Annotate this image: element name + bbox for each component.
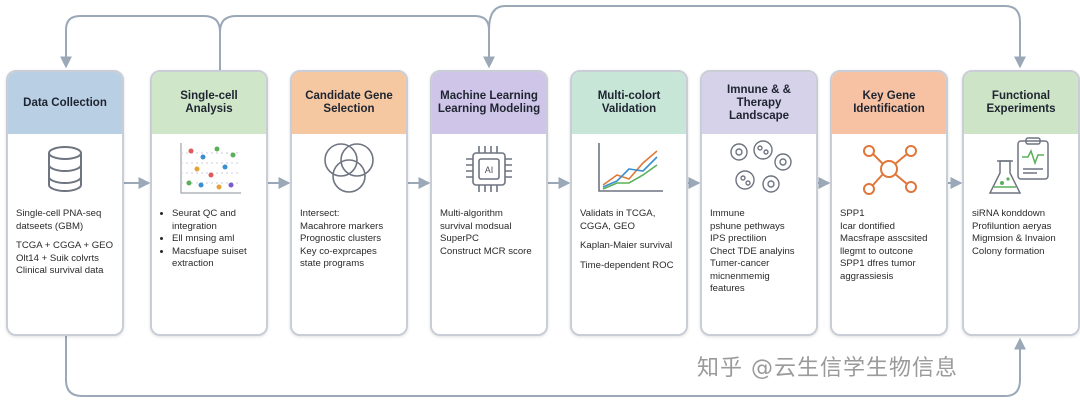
stage-bullet: Seurat QC and bbox=[172, 208, 258, 221]
stage-title: Candidate Gene Selection bbox=[292, 72, 406, 134]
stage-line: Profiluntion aeryas bbox=[972, 220, 1052, 232]
stage-line: Icar dontified bbox=[840, 220, 895, 232]
stage-line: Immune bbox=[710, 208, 745, 219]
stage-line: IPS prectilion bbox=[710, 233, 767, 244]
stage-bullet: integration bbox=[172, 220, 217, 232]
stage-line: TCGA + CGGA + GEO bbox=[16, 240, 114, 251]
stage-line: Macahrore markers bbox=[300, 220, 384, 232]
stage-bullet: Macsfuape suiset bbox=[172, 246, 258, 259]
stage-line: Multi-algorithm bbox=[440, 208, 503, 219]
stage-line: Key co-exprcapes bbox=[300, 245, 377, 257]
stage-line: SPP1 bbox=[840, 208, 865, 219]
stage-line: Clinical survival data bbox=[16, 265, 104, 276]
stage-title: Multi-colort Validation bbox=[572, 72, 686, 134]
scatter-plot-icon bbox=[152, 134, 266, 204]
immune-cells-icon bbox=[702, 134, 816, 204]
stage-bullet: extraction bbox=[172, 258, 214, 269]
stage-line: llegmt to outcone bbox=[840, 245, 914, 257]
lab-flask-icon bbox=[964, 134, 1078, 204]
venn-diagram-icon bbox=[292, 134, 406, 204]
stage-title: Machine Learning Learning Modeling bbox=[432, 72, 546, 134]
stage-title: Data Collection bbox=[8, 72, 122, 134]
top-loop-arrow bbox=[488, 5, 1026, 69]
stage-title: Single-cell Analysis bbox=[152, 72, 266, 134]
database-icon bbox=[8, 134, 122, 204]
stage-line: state programs bbox=[300, 258, 364, 269]
stage-line: Validats in TCGA, bbox=[580, 208, 656, 219]
stage-title: Key Gene Identification bbox=[832, 72, 946, 134]
stage-line: Intersect: bbox=[300, 208, 340, 219]
stage-line: Kaplan-Maier survival bbox=[580, 240, 673, 251]
stage-line: CGGA, GEO bbox=[580, 220, 635, 232]
stage-line: Time-dependent ROC bbox=[580, 259, 674, 271]
stage-line: survival modsual bbox=[440, 220, 512, 232]
stage-line: Tumer-cancer bbox=[710, 258, 770, 269]
stage-box: Single-cell AnalysisSeurat QC andintegra… bbox=[150, 70, 268, 336]
top-loop-arrow bbox=[219, 15, 495, 70]
line-chart-icon bbox=[572, 134, 686, 204]
top-loop-arrow bbox=[60, 15, 221, 69]
gene-network-icon bbox=[832, 134, 946, 204]
stage-line: Migmsion & Invaion bbox=[972, 233, 1056, 244]
ai-chip-label: AI bbox=[485, 165, 494, 175]
stage-line: Construct MCR score bbox=[440, 245, 532, 257]
stage-title: Functional Experiments bbox=[964, 72, 1078, 134]
bottom-loop-arrow bbox=[65, 336, 1026, 397]
stage-line: features bbox=[710, 283, 745, 294]
stage-line: pshune pethways bbox=[710, 220, 785, 232]
stage-line: micnenmemig bbox=[710, 270, 770, 282]
stage-title: Imnune & & Therapy Landscape bbox=[702, 72, 816, 134]
stage-line: Colony formation bbox=[972, 245, 1045, 257]
stage-line: SPP1 dfres tumor bbox=[840, 258, 916, 269]
ai-chip-icon: AI bbox=[432, 134, 546, 204]
stage-line: siRNA konddown bbox=[972, 208, 1046, 219]
stage-line: aggrassiesis bbox=[840, 270, 894, 282]
stage-line: Macsfrape asscsited bbox=[840, 233, 928, 244]
stage-description: Validats in TCGA,CGGA, GEO Kaplan-Maier s… bbox=[572, 204, 686, 272]
watermark-text: 知乎 @云生信学生物信息 bbox=[697, 356, 958, 381]
stage-line: Single-cell PNA-seq bbox=[16, 208, 102, 219]
stage-line: datseets (GBM) bbox=[16, 220, 84, 232]
stage-bullet: Ell mnsing aml bbox=[172, 233, 258, 246]
stage-line: Prognostic clusters bbox=[300, 233, 382, 244]
stage-line: SuperPC bbox=[440, 233, 479, 244]
stage-line: Olt14 + Suik colvrts bbox=[16, 252, 99, 264]
stage-description: Seurat QC andintegrationEll mnsing amlMa… bbox=[152, 204, 266, 271]
stage-line: Chect TDE analyins bbox=[710, 245, 795, 257]
